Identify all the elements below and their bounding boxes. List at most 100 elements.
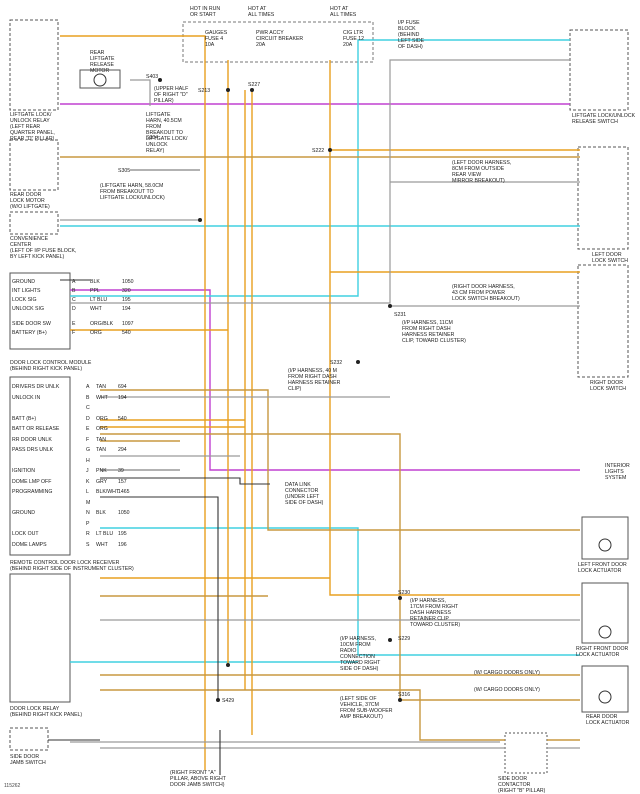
pin-name: SIDE DOOR SW <box>12 321 51 327</box>
splice-s304: S304 <box>146 135 159 141</box>
side-switch-box <box>9 727 49 751</box>
s316-note: (LEFT SIDE OF VEHICLE, 37CM FROM SUB-WOO… <box>340 696 393 720</box>
pin-name: DOME LMP OFF <box>12 478 52 485</box>
fuse4-label: GAUGES FUSE 4 10A <box>205 30 228 48</box>
pin-pin: D <box>86 415 90 422</box>
right-door-harn-note: (RIGHT DOOR HARNESS, 43 CM FROM POWER LO… <box>452 284 520 302</box>
pin-pin: N <box>86 510 90 516</box>
pin-color: GRY <box>96 478 108 485</box>
rf-actuator-box <box>581 582 629 644</box>
pin-pin: R <box>86 531 90 537</box>
side-door-switch-label: SIDE DOOR JAMB SWITCH <box>10 754 46 766</box>
pin-pin: P <box>86 520 90 527</box>
splice-s316: S316 <box>398 692 411 698</box>
cargo-note-1: (W/ CARGO DOORS ONLY) <box>474 670 540 676</box>
pin-pin: A <box>86 384 90 390</box>
pin-color: BLK <box>90 279 100 285</box>
motor-box <box>79 69 121 89</box>
pin-name: PASS DRS UNLK <box>12 447 54 453</box>
pin-circuit: 540 <box>122 330 131 336</box>
s232-note: (I/P HARNESS, 40 M FROM RIGHT DASH HARNE… <box>288 368 341 392</box>
pin-circuit: 1050 <box>122 279 134 285</box>
splice-s231: S231 <box>394 312 407 318</box>
pin-name: PROGRAMMING <box>12 489 53 495</box>
pin-color: PNK <box>96 468 107 474</box>
pin-name: BATT (B+) <box>12 415 37 422</box>
pin-name: UNLOCK SIG <box>12 306 44 312</box>
black-wire <box>48 279 270 775</box>
pin-color: ORG <box>96 426 108 432</box>
ip-fuse-block-label: I/P FUSE BLOCK (BEHIND LEFT SIDE OF DASH… <box>398 20 425 50</box>
pin-pin: K <box>86 478 90 485</box>
pin-color: ORG <box>96 415 108 422</box>
pin-color: WHT <box>96 394 108 401</box>
splice-s229: S229 <box>398 636 411 642</box>
fuse12-label: CIG LTR FUSE 12 20A <box>343 30 365 48</box>
pin-pin: E <box>86 426 90 432</box>
pin-color: TAN <box>96 447 106 453</box>
pin-name: LOCK SIG <box>12 297 37 303</box>
pin-color: WHT <box>96 541 108 548</box>
upper-half-note: (UPPER HALF OF RIGHT "D" PILLAR) <box>154 86 189 104</box>
pin-name: LOCK OUT <box>12 531 39 537</box>
release-switch-box <box>569 29 629 111</box>
pin-color: LT BLU <box>90 297 108 303</box>
tan-wire <box>60 156 580 741</box>
figure-number: 115262 <box>4 783 21 789</box>
pin-color: WHT <box>90 306 102 312</box>
pin-name: GROUND <box>12 279 36 285</box>
pin-pin: B <box>86 394 90 401</box>
pin-color: TAN <box>96 436 106 443</box>
pin-pin: J <box>86 468 89 474</box>
pin-color: LT BLU <box>96 531 114 537</box>
pin-pin: H <box>86 457 90 464</box>
hot-all-times-label-2: HOT AT ALL TIMES <box>330 6 357 18</box>
hot-all-times-label-1: HOT AT ALL TIMES <box>248 6 275 18</box>
pin-circuit: 1097 <box>122 321 134 327</box>
splice-s305: S305 <box>118 168 131 174</box>
pin-circuit: 194 <box>118 394 127 401</box>
lf-actuator-label: LEFT FRONT DOOR LOCK ACTUATOR <box>578 562 627 574</box>
pin-name: DRIVERS DR UNLK <box>12 384 60 390</box>
s229b-note: (RIGHT FRONT "A" PILLAR, ABOVE RIGHT DOO… <box>170 770 226 788</box>
pin-circuit: 195 <box>122 297 131 303</box>
module-box <box>9 272 71 350</box>
pin-color: TAN <box>96 384 106 390</box>
splice-dots <box>158 78 402 702</box>
right-switch-box <box>577 264 629 378</box>
release-switch-label: LIFTGATE LOCK/UNLOCK RELEASE SWITCH <box>572 113 636 125</box>
left-switch-box <box>577 146 629 250</box>
pin-circuit: 1465 <box>118 489 130 495</box>
purple-wire <box>60 103 580 471</box>
pin-pin: M <box>86 499 91 506</box>
rear-actuator-box <box>581 665 629 713</box>
rear-door-motor-label: REAR DOOR LOCK MOTOR (W/O LIFTGATE) <box>10 192 50 210</box>
door-lock-relay-label: DOOR LOCK RELAY (BEHIND RIGHT KICK PANEL… <box>10 706 83 718</box>
pin-letter: B <box>72 288 76 294</box>
pin-circuit: 194 <box>122 306 131 312</box>
pin-circuit: 157 <box>118 478 127 485</box>
pin-pin: S <box>86 541 90 548</box>
relay-box <box>9 573 71 703</box>
hot-run-start-label: HOT IN RUN OR START <box>190 6 221 18</box>
rear-motor <box>598 690 612 704</box>
s231-note: (I/P HARNESS, 11CM FROM RIGHT DASH HARNE… <box>402 320 466 344</box>
splice-s429: S429 <box>222 698 235 704</box>
pin-letter: D <box>72 306 76 312</box>
rf-actuator-label: RIGHT FRONT DOOR LOCK ACTUATOR <box>576 646 629 658</box>
pin-pin: G <box>86 447 91 453</box>
orange-wire <box>60 35 580 770</box>
lf-motor <box>598 538 612 552</box>
pin-circuit: 195 <box>118 531 127 537</box>
splice-s230: S230 <box>398 590 411 596</box>
splice-s227: S227 <box>248 82 261 88</box>
liftgate-motor-label: REAR LIFTGATE RELEASE MOTOR <box>90 50 115 74</box>
splice-s403: S403 <box>146 74 159 80</box>
s229-note: (I/P HARNESS, 10CM FROM RADIO CONNECTION… <box>340 636 381 672</box>
motor-symbol <box>93 73 107 87</box>
pin-pin: F <box>86 436 90 443</box>
lf-actuator-box <box>581 516 629 560</box>
breaker-label: PWR ACCY CIRCUIT BREAKER 20A <box>256 30 304 48</box>
side-contactor-label: SIDE DOOR CONTACTOR (RIGHT "B" PILLAR) <box>498 776 546 794</box>
